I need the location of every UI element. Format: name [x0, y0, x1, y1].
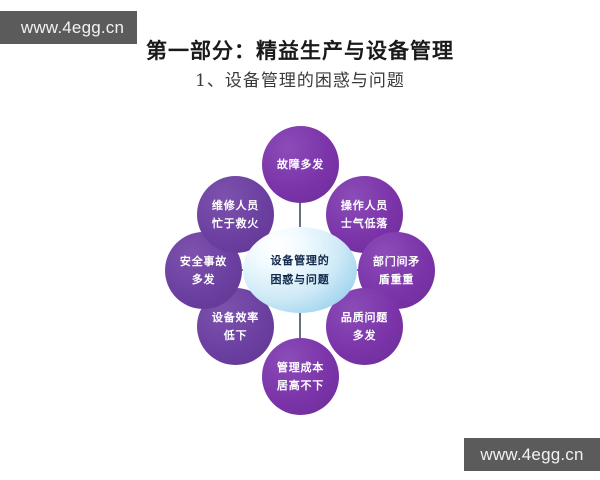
- node-bottom-left-label-line1: 设备效率: [211, 311, 260, 325]
- node-bottom-left-label-line2: 低下: [223, 328, 248, 342]
- node-right-label-line1: 部门间矛: [372, 255, 421, 269]
- watermark-top-left-text: www.4egg.cn: [20, 17, 125, 37]
- node-bottom-management-cost[interactable]: 管理成本 居高不下: [262, 338, 339, 415]
- watermark-bottom-right: www.4egg.cn: [464, 438, 600, 471]
- center-node-equipment-management-problems[interactable]: 设备管理的 困惑与问题: [243, 227, 357, 313]
- node-right-label-line2: 盾重重: [378, 272, 415, 286]
- page-title: 第一部分：精益生产与设备管理: [146, 38, 454, 63]
- node-bottom-right-label-line1: 品质问题: [340, 311, 389, 325]
- node-bottom-label-line1: 管理成本: [276, 361, 325, 375]
- node-left-label-line1: 安全事故: [179, 255, 228, 269]
- center-node-label-line2: 困惑与问题: [270, 273, 330, 286]
- watermark-top-left: www.4egg.cn: [0, 11, 137, 44]
- watermark-bottom-right-text: www.4egg.cn: [480, 444, 584, 464]
- node-top-left-label-line1: 维修人员: [211, 199, 260, 213]
- heading-block: 第一部分：精益生产与设备管理 1、设备管理的困惑与问题: [0, 38, 600, 93]
- node-left-label-line2: 多发: [191, 272, 216, 286]
- node-top-right-label-line2: 士气低落: [340, 216, 389, 230]
- node-bottom-label-line2: 居高不下: [276, 378, 325, 392]
- node-top-left-label-line2: 忙于救火: [211, 216, 260, 230]
- node-top-label-line1: 故障多发: [276, 157, 325, 171]
- node-top-right-label-line1: 操作人员: [340, 199, 389, 213]
- node-top-equipment-failure[interactable]: 故障多发: [262, 126, 339, 203]
- center-node-label-line1: 设备管理的: [270, 253, 330, 267]
- page-subtitle: 1、设备管理的困惑与问题: [195, 71, 405, 92]
- node-bottom-right-label-line2: 多发: [352, 328, 377, 342]
